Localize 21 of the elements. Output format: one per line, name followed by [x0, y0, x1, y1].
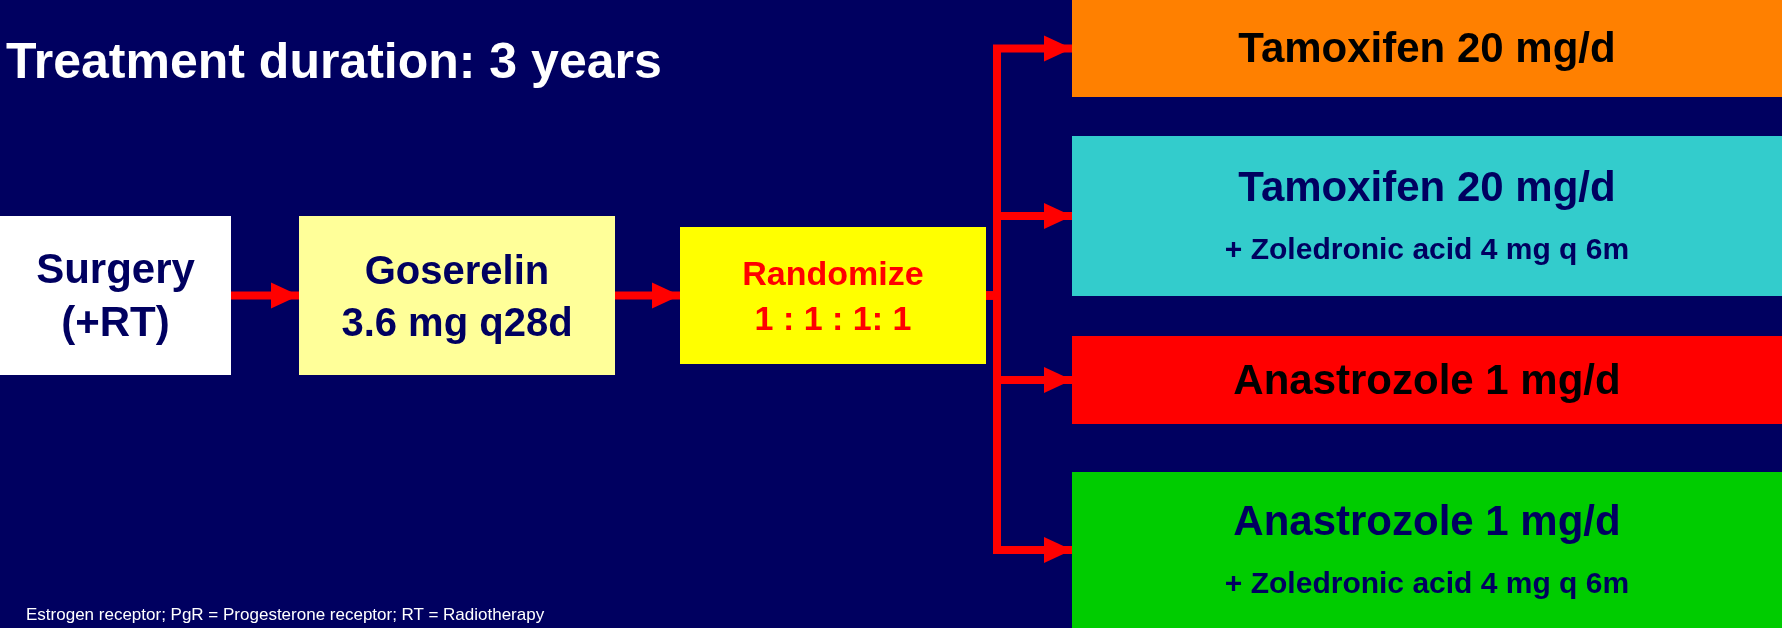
title: Treatment duration: 3 years [6, 32, 662, 91]
node-label: Randomize 1 : 1 : 1: 1 [741, 253, 925, 339]
node-sublabel: + Zoledronic acid 4 mg q 6m [1224, 230, 1630, 267]
node-label: Tamoxifen 20 mg/d [1238, 162, 1616, 213]
arrow [615, 282, 680, 309]
node-label: Tamoxifen 20 mg/d [1238, 23, 1616, 74]
arrow [986, 291, 1072, 563]
node-label: Anastrozole 1 mg/d [1233, 496, 1621, 547]
footnote: Estrogen receptor; PgR = Progesterone receptor; RT = Radiotherapy [26, 604, 545, 626]
process-box [299, 216, 615, 375]
node-sublabel: + Zoledronic acid 4 mg q 6m [1224, 564, 1630, 601]
treatment-arm-box [1072, 0, 1782, 97]
node-label: Goserelin 3.6 mg q28d [340, 246, 574, 346]
node-label: Surgery (+RT) [35, 244, 196, 347]
treatment-arm-box [1072, 336, 1782, 424]
node-label: Anastrozole 1 mg/d [1233, 354, 1621, 405]
treatment-arm-box [1072, 136, 1782, 296]
treatment-arm-box [1072, 472, 1782, 628]
process-box [680, 227, 986, 364]
arrow [231, 282, 299, 309]
process-box [0, 216, 231, 375]
